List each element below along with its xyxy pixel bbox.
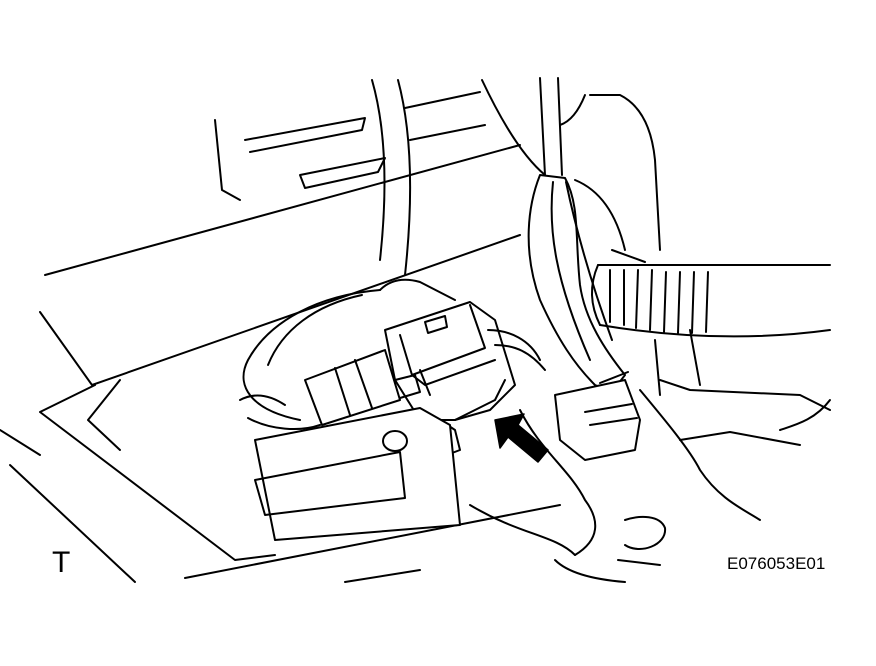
vertical-pipe [371, 79, 412, 276]
upper-bracket [214, 91, 486, 201]
arrow-icon [494, 413, 549, 463]
mounting-plate [254, 379, 506, 541]
cable-loop [239, 278, 456, 430]
corrugated-tube [590, 249, 831, 338]
side-component [344, 329, 831, 583]
body-panel [0, 144, 561, 583]
figure-code: E076053E01 [727, 554, 826, 573]
wire-harness [481, 77, 661, 399]
view-letter: T [52, 546, 71, 579]
mounting-hole [382, 430, 408, 452]
